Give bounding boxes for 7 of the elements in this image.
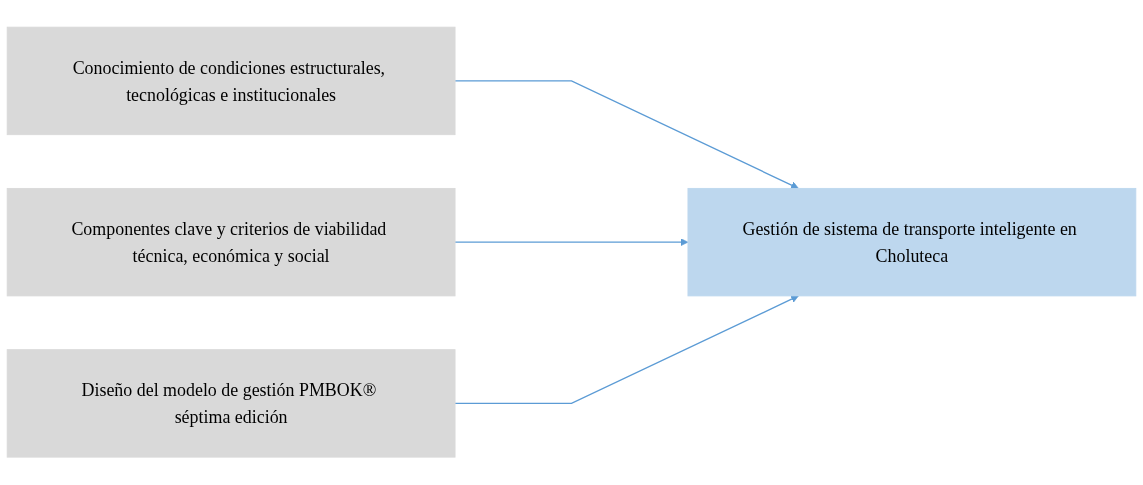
arrow (454, 295, 799, 405)
node-box: Diseño del modelo de gestión PMBOK® séptima edición (6, 349, 456, 458)
arrow (454, 80, 799, 190)
node-box: Componentes clave y criterios de viabilidad técnica, económica y social (6, 188, 456, 297)
node-box: Conocimiento de condiciones estructurales, tecnológicas e institucionales (6, 27, 456, 136)
arrow (454, 238, 689, 247)
node-box: Gestión de sistema de transporte inteligente en Choluteca (687, 188, 1137, 297)
